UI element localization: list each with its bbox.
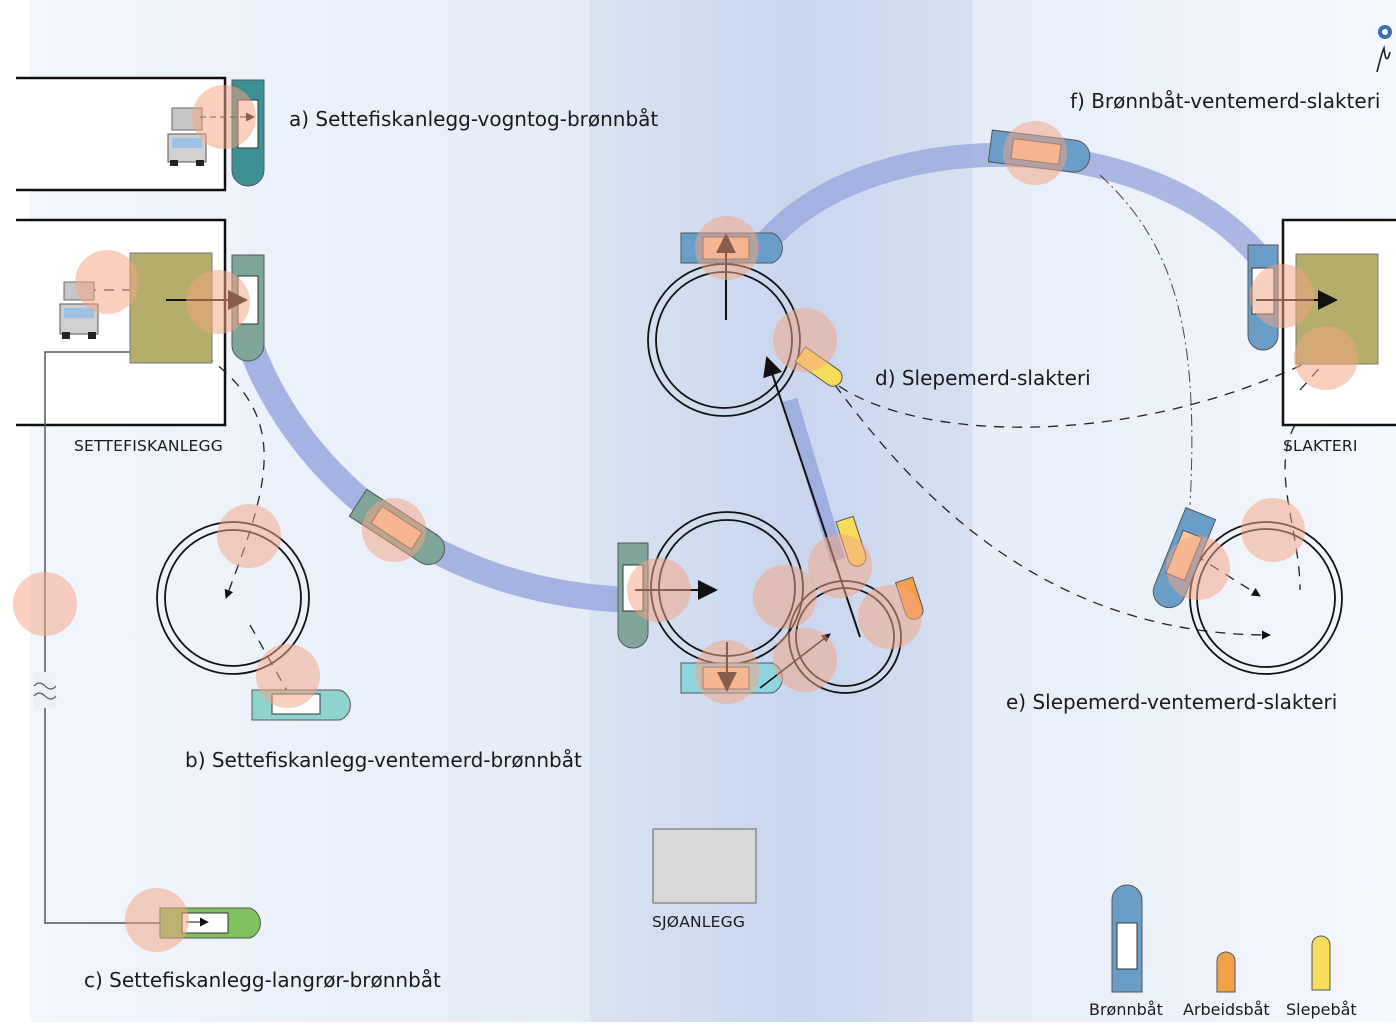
sjoanlegg-box (652, 828, 757, 904)
pipe-break-mark (33, 682, 57, 700)
dashdot-path-f (1099, 174, 1193, 506)
scenario-f-label: f) Brønnbåt-ventemerd-slakteri (1070, 89, 1381, 113)
logo-icon (1376, 25, 1392, 73)
legend-bronnbat-label: Brønnbåt (1089, 1000, 1163, 1019)
legend-slepebat-label: Slepebåt (1286, 1000, 1357, 1019)
scenario-c-label: c) Settefiskanlegg-langrør-brønnbåt (84, 968, 441, 992)
legend-arbeidsbat-label: Arbeidsbåt (1183, 1000, 1270, 1019)
legend-arbeidsbat-icon (1216, 951, 1236, 993)
legend-bronnbat-icon (1111, 884, 1143, 993)
legend-slepebat-icon (1311, 935, 1331, 991)
risk-zones (13, 85, 1358, 952)
scenario-b-label: b) Settefiskanlegg-ventemerd-brønnbåt (185, 748, 582, 772)
pipe-break (34, 672, 56, 708)
long-pipe (44, 351, 160, 924)
slakteri-label: SLAKTERI (1283, 437, 1358, 455)
scenario-d-label: d) Slepemerd-slakteri (875, 366, 1091, 390)
scenario-a-label: a) Settefiskanlegg-vogntog-brønnbåt (289, 107, 659, 131)
sjoanlegg-label: SJØANLEGG (652, 913, 746, 931)
route-d-tow (782, 397, 846, 563)
scenario-e-label: e) Slepemerd-ventemerd-slakteri (1006, 690, 1338, 714)
settefiskanlegg-label: SETTEFISKANLEGG (74, 437, 223, 455)
